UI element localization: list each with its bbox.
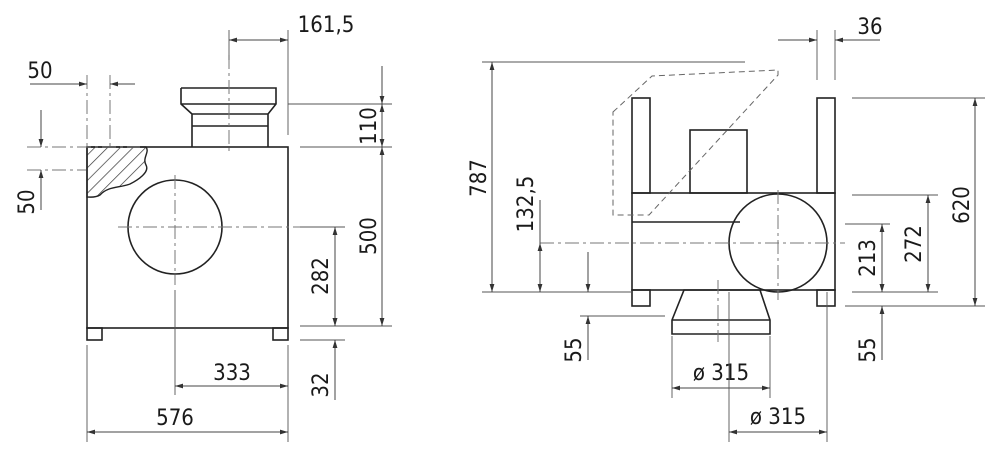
dim-32: 32 — [309, 372, 334, 397]
dim-diameter-bottom: ø 315 — [693, 361, 749, 386]
left-post — [631, 97, 651, 194]
dim-333: 333 — [213, 361, 251, 386]
dim-55-left: 55 — [562, 337, 587, 362]
side-view: 787 132,5 55 36 620 272 213 55 — [467, 15, 985, 442]
dim-500: 500 — [357, 217, 382, 255]
front-view: 576 333 161,5 50 50 110 500 282 — [15, 13, 392, 442]
foot-right — [272, 327, 289, 341]
dim-diameter-side: ø 315 — [750, 405, 806, 430]
fan-housing-side — [631, 192, 836, 291]
foot-left — [86, 327, 103, 341]
dim-161-5: 161,5 — [298, 13, 355, 38]
dim-282: 282 — [309, 257, 334, 295]
dim-132-5: 132,5 — [514, 176, 539, 233]
dim-110: 110 — [357, 107, 382, 145]
dim-50-horizontal: 50 — [27, 59, 52, 84]
dim-787: 787 — [467, 159, 492, 197]
dim-50-vertical: 50 — [15, 189, 40, 214]
dim-213: 213 — [856, 239, 881, 277]
fan-housing-front — [86, 146, 289, 329]
inner-block — [689, 129, 748, 194]
rotated-outline — [612, 69, 779, 216]
dim-55-right: 55 — [856, 337, 881, 362]
outlet-collar — [180, 87, 277, 147]
hatched-section — [86, 146, 148, 198]
dim-576: 576 — [156, 406, 194, 431]
dim-36: 36 — [857, 15, 882, 40]
right-post — [816, 97, 836, 194]
bottom-outlet — [671, 289, 771, 335]
dim-272: 272 — [902, 225, 927, 263]
dim-620: 620 — [950, 186, 975, 224]
